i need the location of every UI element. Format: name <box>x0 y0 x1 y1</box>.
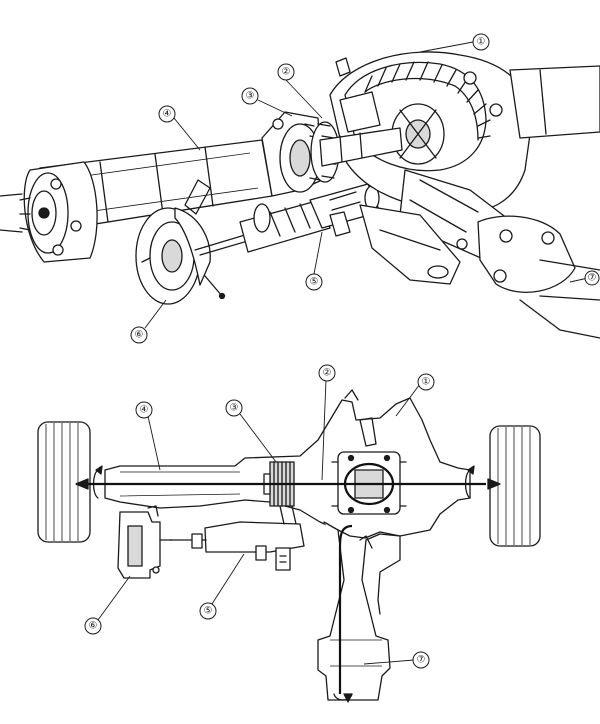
callout-label: ② <box>282 67 291 78</box>
inner-axle-shaft <box>319 91 403 167</box>
callout-1-lower: ① <box>395 373 435 417</box>
callout-label: ④ <box>163 109 172 120</box>
callout-label: ③ <box>230 403 239 414</box>
plan-section-view: ① ② ③ ④ ⑤ ⑥ ⑦ <box>37 364 541 703</box>
callout-3-lower: ③ <box>225 399 277 463</box>
callout-5-upper: ⑤ <box>305 231 323 291</box>
brake-assembly-section <box>117 505 173 579</box>
callout-6-lower: ⑥ <box>84 575 131 635</box>
shift-actuator-assembly <box>194 183 381 256</box>
callout-label: ⑦ <box>417 655 426 666</box>
left-tire <box>37 421 91 543</box>
shift-actuator-section <box>169 505 305 571</box>
callout-label: ④ <box>140 405 149 416</box>
mounting-bracket <box>359 204 468 285</box>
perspective-cutaway-view: ① ② ③ ④ ⑤ ⑥ ⑦ <box>0 33 600 344</box>
callout-5-lower: ⑤ <box>199 553 245 620</box>
callout-label: ② <box>323 368 332 379</box>
callout-2-upper: ② <box>277 63 323 119</box>
callout-3-upper: ③ <box>241 87 293 117</box>
callout-2-lower: ② <box>318 364 336 481</box>
callout-label: ① <box>477 37 486 48</box>
left-axle-hub <box>0 161 98 263</box>
callout-label: ① <box>422 377 431 388</box>
callout-label: ⑥ <box>89 621 98 632</box>
callout-label: ⑥ <box>135 330 144 341</box>
axle-shaft-line <box>75 465 501 499</box>
callout-label: ⑤ <box>204 606 213 617</box>
brake-disc-assembly <box>135 179 226 305</box>
callout-7-lower: ⑦ <box>363 651 430 669</box>
right-tire <box>489 425 541 547</box>
callout-6-upper: ⑥ <box>130 299 167 344</box>
callout-label: ③ <box>246 91 255 102</box>
callout-1-upper: ① <box>419 33 490 53</box>
right-axle-housing <box>399 65 600 339</box>
callout-label: ⑦ <box>588 273 597 284</box>
callout-7-upper: ⑦ <box>569 270 600 286</box>
callout-label: ⑤ <box>310 277 319 288</box>
callout-4-lower: ④ <box>135 401 161 471</box>
callout-4-upper: ④ <box>158 105 201 151</box>
propeller-shaft-housing <box>317 521 401 703</box>
